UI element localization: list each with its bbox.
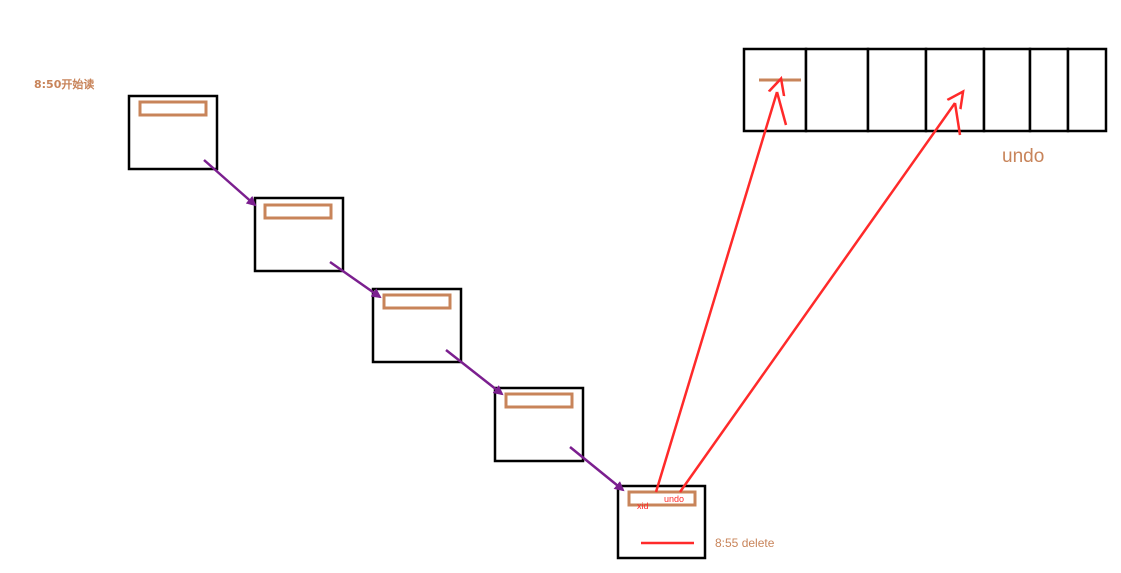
undo-pointer-arrow-1 bbox=[654, 92, 777, 493]
start-time-label: 8:50开始读 bbox=[34, 77, 94, 91]
chain-arrow-2 bbox=[329, 260, 382, 299]
undo-pointer-arrow-2 bbox=[678, 103, 955, 493]
undo-slot bbox=[804, 47, 870, 133]
chain-arrow-4 bbox=[569, 446, 625, 492]
record-bar bbox=[504, 392, 574, 409]
undo-slot bbox=[924, 47, 986, 133]
undo-slot bbox=[1066, 47, 1108, 133]
record-bar bbox=[263, 203, 333, 220]
version-box-2 bbox=[253, 196, 345, 273]
chain-arrow-1 bbox=[203, 159, 257, 207]
record-bar bbox=[382, 293, 452, 310]
version-box-1 bbox=[127, 94, 219, 171]
undo-log bbox=[742, 47, 1108, 133]
record-xid-label: xid bbox=[637, 501, 649, 511]
version-box-4 bbox=[493, 386, 585, 463]
record-bar bbox=[627, 490, 697, 507]
chain-arrow-3 bbox=[445, 349, 504, 396]
record-bar bbox=[138, 100, 208, 117]
undo-pointers bbox=[654, 91, 962, 493]
undo-log-label: undo bbox=[1002, 146, 1044, 167]
undo-pointer-hook-1 bbox=[775, 91, 788, 126]
version-box-5: xid undo bbox=[616, 484, 707, 560]
undo-pointer-hook-2 bbox=[953, 102, 962, 136]
undo-slot bbox=[982, 47, 1032, 133]
record-undo-label: undo bbox=[664, 494, 684, 504]
version-chain-arrows bbox=[203, 159, 625, 492]
delete-time-label: 8:55 delete bbox=[715, 536, 775, 550]
undo-slot bbox=[866, 47, 928, 133]
undo-slot bbox=[742, 47, 808, 133]
undo-slot bbox=[1028, 47, 1070, 133]
